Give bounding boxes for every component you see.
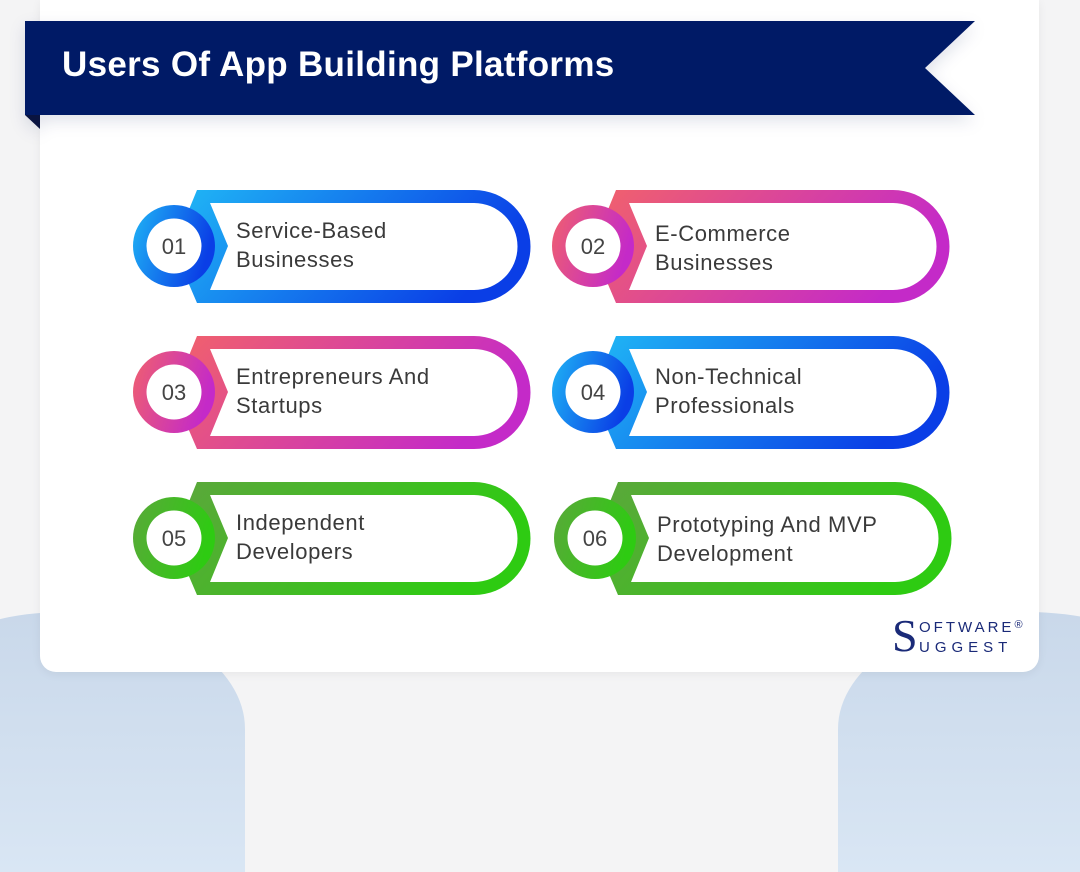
item-label-line2: Development [657, 541, 794, 566]
item-label-line1: Non-Technical [655, 364, 803, 389]
item-label-line2: Startups [236, 393, 323, 418]
registered-icon: ® [1014, 619, 1023, 631]
pill-shape [133, 336, 531, 449]
item-number: 04 [580, 380, 606, 405]
list-item-05: 05 Independent Developers [133, 482, 533, 596]
item-label: Prototyping And MVP Development [657, 510, 947, 568]
pill-shape [133, 482, 531, 595]
list-item-03: 03 Entrepreneurs And Startups [133, 336, 533, 450]
ribbon-shape [25, 21, 975, 129]
logo-row1: OFTWARE® [919, 619, 1023, 636]
item-label-line1: E-Commerce [655, 221, 791, 246]
item-label: Entrepreneurs And Startups [236, 362, 526, 420]
logo-row1-text: OFTWARE [919, 619, 1015, 636]
pill-shape [552, 190, 950, 303]
pill-shape [554, 482, 952, 595]
item-label: E-Commerce Businesses [655, 219, 945, 277]
logo-row2: UGGEST [919, 639, 1013, 656]
item-number: 06 [582, 526, 608, 551]
item-number: 03 [161, 380, 187, 405]
item-label-line1: Entrepreneurs And [236, 364, 430, 389]
list-item-06: 06 Prototyping And MVP Development [554, 482, 954, 596]
item-label-line2: Businesses [236, 247, 355, 272]
item-number: 05 [161, 526, 187, 551]
list-item-02: 02 E-Commerce Businesses [552, 190, 952, 304]
pill-shape [552, 336, 950, 449]
item-label: Non-Technical Professionals [655, 362, 945, 420]
item-label-line1: Prototyping And MVP [657, 512, 878, 537]
pill-shape [133, 190, 531, 303]
list-item-01: 01 Service-Based Businesses [133, 190, 533, 304]
item-label: Service-Based Businesses [236, 216, 526, 274]
logo-initial: S [892, 610, 918, 661]
item-number: 01 [161, 234, 187, 259]
list-item-04: 04 Non-Technical Professionals [552, 336, 952, 450]
item-label-line2: Developers [236, 539, 354, 564]
title-banner: Users Of App Building Platforms [25, 21, 975, 129]
item-label: Independent Developers [236, 508, 526, 566]
item-number: 02 [580, 234, 606, 259]
item-label-line1: Independent [236, 510, 365, 535]
softwaresuggest-logo: S OFTWARE® UGGEST [892, 610, 1032, 661]
item-label-line2: Professionals [655, 393, 795, 418]
page-title: Users Of App Building Platforms [62, 45, 615, 84]
item-label-line2: Businesses [655, 250, 774, 275]
item-label-line1: Service-Based [236, 218, 387, 243]
